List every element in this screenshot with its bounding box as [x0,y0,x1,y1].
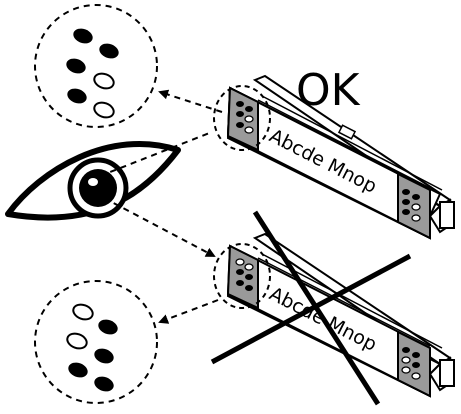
strip-ok-focus-ring [213,85,271,151]
strip-bad-right-dots [401,347,421,380]
strip-bad: Abcde Mnop [226,232,455,398]
strip-bad-left-dots [235,258,254,291]
magnified-bad-pattern [34,280,158,404]
ok-label: OK [296,65,361,116]
strip-bad-focus-ring [213,243,271,309]
strip-ok-right-dots [402,189,421,222]
sight-arrows [99,89,223,324]
magnified-ok-pattern [34,4,158,128]
strip-ok-left-dots [236,101,254,134]
strip-ok-left-end [226,86,259,152]
cross-out-mark [210,210,412,406]
